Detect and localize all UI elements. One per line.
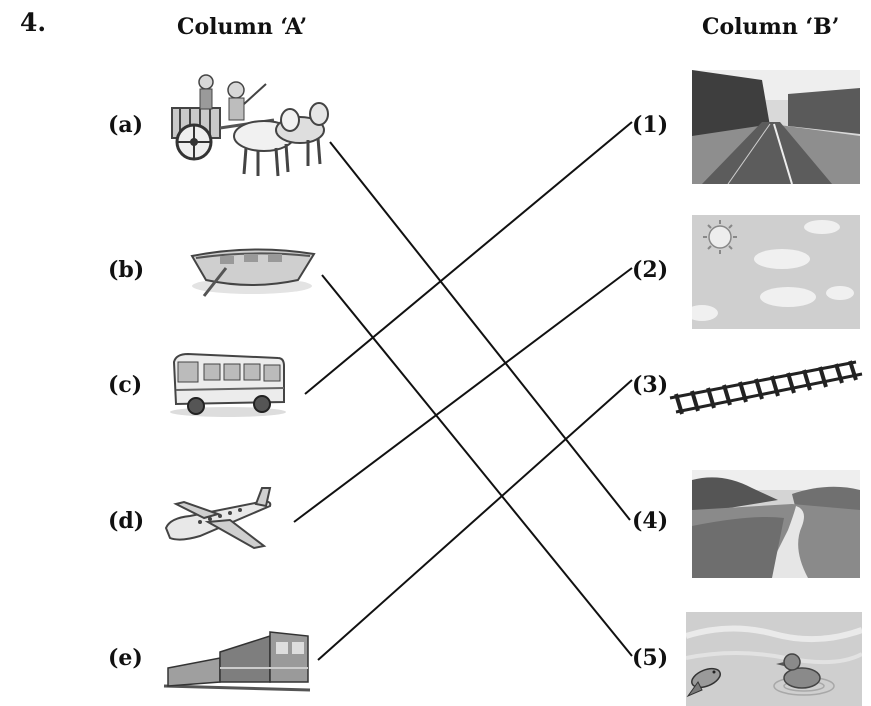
- label-e: (e): [108, 645, 143, 671]
- question-number: 4.: [20, 8, 47, 37]
- bus-icon: [170, 352, 286, 417]
- match-line-a-4: [329, 141, 631, 521]
- rowing-boat-icon: [190, 248, 316, 297]
- dirt-road-icon: [692, 470, 860, 578]
- label-2: (2): [632, 257, 669, 283]
- label-d: (d): [108, 508, 145, 534]
- label-5: (5): [632, 645, 669, 671]
- bullock-cart-icon: [171, 74, 329, 177]
- aeroplane-icon: [164, 487, 272, 550]
- railway-track-icon: [669, 360, 863, 415]
- match-line-e-3: [317, 379, 633, 661]
- column-b-heading: Column ‘B’: [702, 14, 840, 40]
- match-line-b-5: [321, 274, 633, 657]
- label-1: (1): [632, 112, 669, 138]
- label-c: (c): [108, 372, 143, 398]
- label-3: (3): [632, 372, 669, 398]
- label-a: (a): [108, 112, 144, 138]
- label-b: (b): [108, 257, 145, 283]
- water-with-fish-and-duck-icon: [686, 612, 862, 706]
- column-a-heading: Column ‘A’: [177, 14, 308, 40]
- match-line-c-1: [304, 121, 633, 395]
- paved-road-icon: [692, 70, 860, 184]
- label-4: (4): [632, 508, 669, 534]
- train-icon: [163, 631, 311, 692]
- sky-with-clouds-icon: [692, 215, 860, 329]
- match-line-d-2: [293, 267, 633, 523]
